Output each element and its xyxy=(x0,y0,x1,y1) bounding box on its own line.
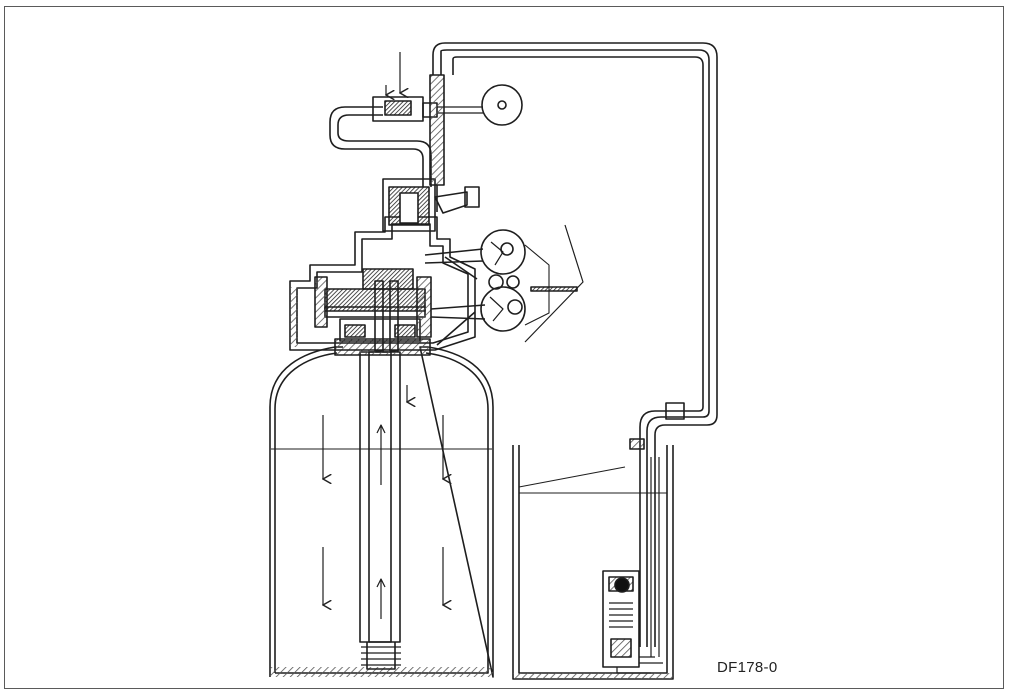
control-valve xyxy=(289,178,486,356)
brine-line xyxy=(432,42,718,647)
inlet-piping xyxy=(329,52,523,214)
figure-frame: DF178-0 xyxy=(4,6,1004,689)
motor-pointer xyxy=(524,224,584,343)
brine-valve xyxy=(602,570,663,674)
resin-tank xyxy=(269,346,494,678)
timer-cams xyxy=(480,229,550,332)
flow-arrows-tank xyxy=(323,385,443,605)
flow-arrows-up xyxy=(376,424,386,619)
figure-code-label: DF178-0 xyxy=(717,659,778,676)
water-softener-diagram xyxy=(269,42,718,680)
brine-tank xyxy=(512,445,674,680)
riser-tube xyxy=(359,351,401,670)
